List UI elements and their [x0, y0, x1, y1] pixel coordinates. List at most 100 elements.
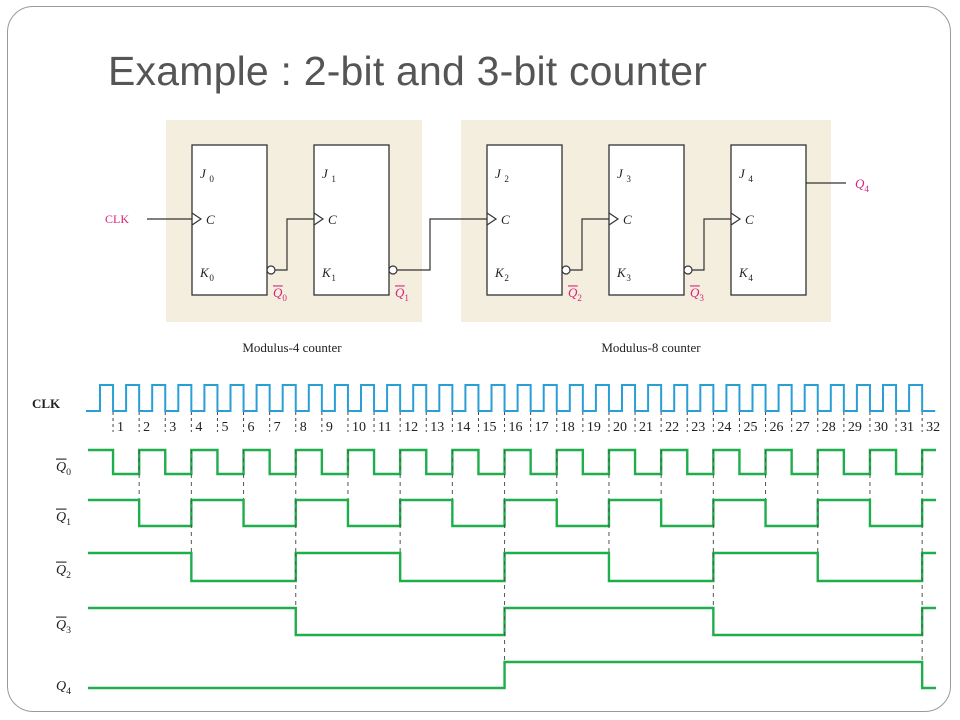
ff-output-label-index: 2	[577, 293, 582, 303]
ff-j-label-letter: J	[322, 166, 329, 181]
ff-k-label-letter: K	[738, 265, 749, 280]
ff-c-label: C	[501, 212, 510, 227]
waveform-q4	[88, 660, 936, 690]
pulse-number-7: 7	[274, 420, 281, 435]
pulse-number-32: 32	[926, 420, 940, 435]
pulse-number-5: 5	[221, 420, 228, 435]
pulse-number-25: 25	[743, 420, 757, 435]
pulse-number-19: 19	[587, 420, 601, 435]
pulse-number-10: 10	[352, 420, 366, 435]
ff-k-label-letter: K	[199, 265, 210, 280]
clock-input-triangle	[608, 212, 620, 226]
pulse-number-6: 6	[248, 420, 255, 435]
ff-output-label-letter: Q	[568, 285, 578, 300]
ff-k-label-index: 4	[748, 273, 753, 283]
wire-ff0-to-ff1	[275, 218, 314, 271]
signal-label-qbar0-letter: Q	[56, 460, 66, 475]
pulse-number-31: 31	[900, 420, 914, 435]
pulse-number-3: 3	[169, 420, 176, 435]
pulse-number-8: 8	[300, 420, 307, 435]
wire-ff1-to-ff2	[397, 218, 487, 271]
pulse-number-27: 27	[796, 420, 810, 435]
ff-j-label-index: 1	[331, 174, 336, 184]
ff-j-label-index: 3	[626, 174, 631, 184]
waveform-qbar1	[88, 498, 936, 528]
pulse-number-4: 4	[195, 420, 202, 435]
modulus-4-caption: Modulus-4 counter	[242, 340, 342, 355]
waveform-qbar2	[88, 551, 936, 583]
flip-flop-box	[313, 144, 390, 296]
pulse-number-2: 2	[143, 420, 150, 435]
ff-j-label-index: 4	[748, 174, 753, 184]
flip-flop-box	[730, 144, 807, 296]
output-bubble	[683, 265, 693, 275]
signal-label-qbar3-letter: Q	[56, 618, 66, 633]
output-bubble	[388, 265, 398, 275]
pulse-number-16: 16	[509, 420, 523, 435]
signal-label-qbar2-letter: Q	[56, 563, 66, 578]
slide-title: Example : 2-bit and 3-bit counter	[108, 48, 708, 94]
signal-label-qbar2-index: 2	[66, 570, 71, 581]
waveform-qbar3	[88, 606, 936, 637]
clock-input-triangle	[313, 212, 325, 226]
ff-output-label-index: 3	[699, 293, 704, 303]
clock-input-triangle	[191, 212, 203, 226]
ff-j-label-index: 0	[209, 174, 214, 184]
ff-j-label-letter: J	[200, 166, 207, 181]
ff-c-label: C	[206, 212, 215, 227]
clk-waveform	[86, 384, 936, 412]
ff-c-label: C	[745, 212, 754, 227]
pulse-number-13: 13	[430, 420, 444, 435]
pulse-number-21: 21	[639, 420, 653, 435]
signal-label-qbar3-index: 3	[66, 625, 71, 636]
pulse-number-24: 24	[717, 420, 731, 435]
pulse-number-28: 28	[822, 420, 836, 435]
signal-label-qbar0-index: 0	[66, 467, 71, 478]
ff-output-label-letter: Q	[855, 176, 865, 191]
flip-flop-box	[191, 144, 268, 296]
ff-k-label-index: 3	[626, 273, 631, 283]
ff-j-label-letter: J	[495, 166, 502, 181]
signal-label-q4-letter: Q	[56, 679, 66, 694]
signal-label-q4-index: 4	[66, 686, 71, 697]
timing-clk-label: CLK	[32, 396, 61, 411]
pulse-number-1: 1	[117, 420, 124, 435]
ff-k-label-letter: K	[494, 265, 505, 280]
ff-k-label-index: 0	[209, 273, 214, 283]
wire-ff2-to-ff3	[570, 218, 609, 271]
pulse-number-22: 22	[665, 420, 679, 435]
pulse-number-30: 30	[874, 420, 888, 435]
pulse-number-15: 15	[482, 420, 496, 435]
ff-output-label-index: 4	[864, 184, 869, 194]
clock-input-triangle	[730, 212, 742, 226]
ff-c-label: C	[623, 212, 632, 227]
pulse-number-29: 29	[848, 420, 862, 435]
pulse-number-17: 17	[535, 420, 549, 435]
output-bubble	[266, 265, 276, 275]
ff-output-label-letter: Q	[690, 285, 700, 300]
pulse-number-23: 23	[691, 420, 705, 435]
